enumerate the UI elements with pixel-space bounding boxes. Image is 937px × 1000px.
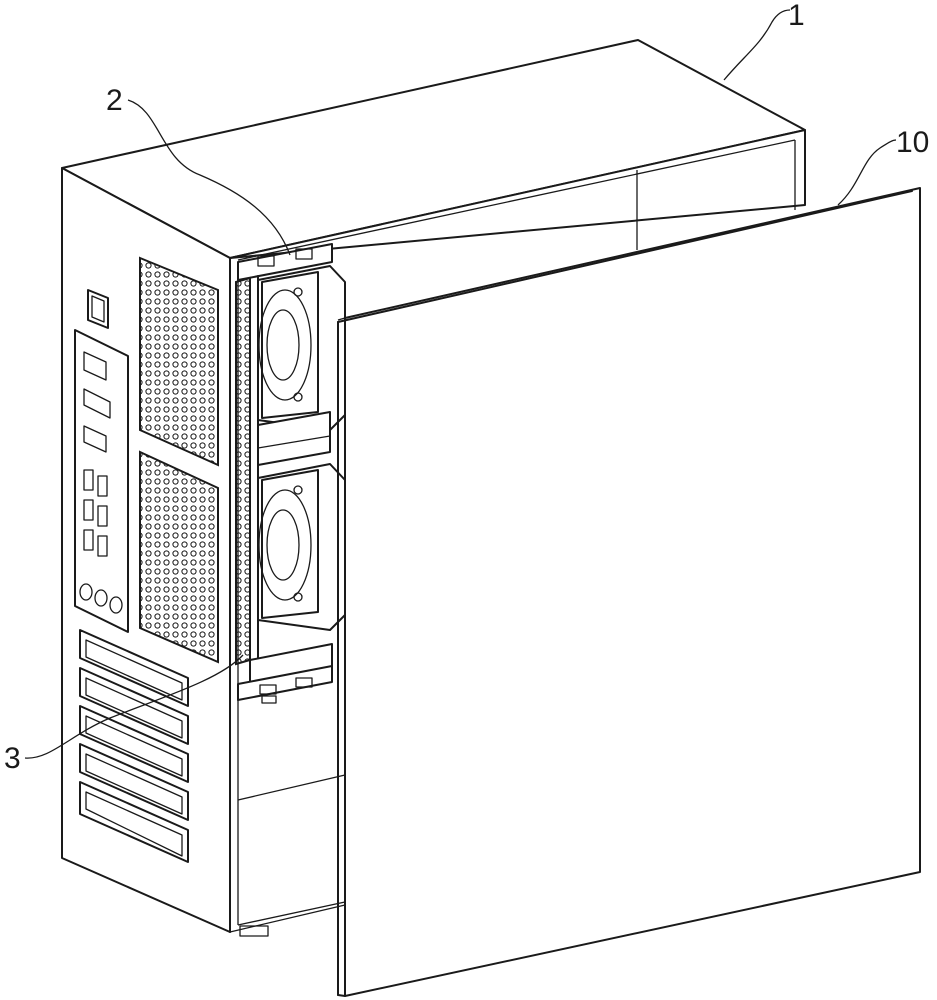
bracket-tab xyxy=(295,677,313,688)
io-port-2 xyxy=(83,388,111,419)
leader-2 xyxy=(127,99,291,256)
audio-jack xyxy=(109,596,123,614)
fan-lower xyxy=(261,469,319,619)
interior-assembly xyxy=(235,243,346,704)
side-panel xyxy=(344,187,921,997)
fan-upper xyxy=(261,271,319,419)
fan-blade-lower xyxy=(258,489,312,601)
power-button xyxy=(87,289,109,329)
fan-screw xyxy=(293,287,303,297)
fan-screw xyxy=(293,392,303,402)
fan-blade-upper xyxy=(258,289,312,401)
leader-3 xyxy=(24,654,244,759)
label-side-panel: 10 xyxy=(896,126,929,159)
leader-lines xyxy=(24,9,897,759)
leader-1 xyxy=(723,9,791,81)
usb-port xyxy=(83,499,94,521)
fan-screw xyxy=(293,592,303,602)
front-mesh-upper xyxy=(139,256,219,467)
front-panel xyxy=(74,256,219,863)
label-case: 1 xyxy=(788,0,805,32)
fan-screw xyxy=(293,485,303,495)
top-bracket xyxy=(237,243,333,281)
bracket-tab xyxy=(259,684,277,695)
usb-port xyxy=(97,535,108,557)
bracket-tab xyxy=(257,255,275,267)
bottom-bracket xyxy=(237,665,333,701)
audio-jack xyxy=(79,583,93,601)
usb-port xyxy=(97,505,108,527)
fan-rail xyxy=(235,276,251,666)
bracket-tab xyxy=(295,248,313,260)
io-panel xyxy=(74,329,129,633)
case-foot xyxy=(239,925,269,937)
usb-port xyxy=(83,529,94,551)
case-side-rim xyxy=(229,129,806,259)
bracket-knob xyxy=(261,695,277,704)
front-mesh-lower xyxy=(139,450,219,664)
io-port-3 xyxy=(83,425,107,453)
audio-jack xyxy=(94,589,108,607)
label-top-bracket: 2 xyxy=(106,84,123,117)
leader-10 xyxy=(837,139,897,206)
middle-shelf xyxy=(257,411,331,466)
usb-port xyxy=(97,475,108,497)
usb-port xyxy=(83,469,94,491)
label-fan-rail: 3 xyxy=(4,742,21,775)
io-port-1 xyxy=(83,351,107,381)
